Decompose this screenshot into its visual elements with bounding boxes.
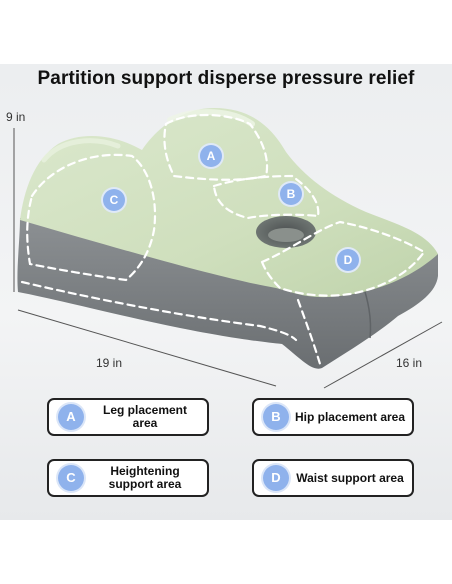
side-highlight [41,138,121,163]
zone-a-outline [163,113,269,181]
zone-a-label: Leg placement area [102,403,188,430]
zone-d-outline [260,220,426,297]
depth-dimension-line [323,321,443,389]
height-dimension-label: 9 in [6,110,26,124]
zone-c-marker: C [103,189,125,211]
legend-zone-b: B Hip placement area [252,398,414,436]
hole-inner [268,228,304,242]
legend-zone-d: D Waist support area [252,459,414,497]
zone-b-marker: B [280,183,302,205]
zone-c-badge: C [58,465,84,491]
legend-zone-a: A Leg placement area [47,398,209,436]
depth-dimension-label: 16 in [396,356,423,370]
zone-d-label: Waist support area [296,470,404,485]
cushion-base [17,218,438,369]
zone-a-badge: A [58,404,84,430]
front-seam-outline [296,298,322,366]
zone-c-outline [26,153,157,282]
cushion-top [20,108,438,298]
zone-b-badge: B [263,404,289,430]
zone-d-badge: D [263,465,289,491]
zone-b-label: Hip placement area [294,409,406,424]
zone-d-marker: D [337,249,359,271]
width-dimension-label: 19 in [96,356,123,370]
base-seam-outline [20,280,298,342]
zone-a-marker: A [200,145,222,167]
page-title: Partition support disperse pressure reli… [37,68,415,89]
zone-c-label: Heightening support area [108,464,182,491]
zone-outlines [20,113,426,366]
width-dimension-line [17,309,277,387]
zone-b-outline [212,174,320,220]
top-highlight [167,109,255,127]
legend-zone-c: C Heightening support area [47,459,209,497]
